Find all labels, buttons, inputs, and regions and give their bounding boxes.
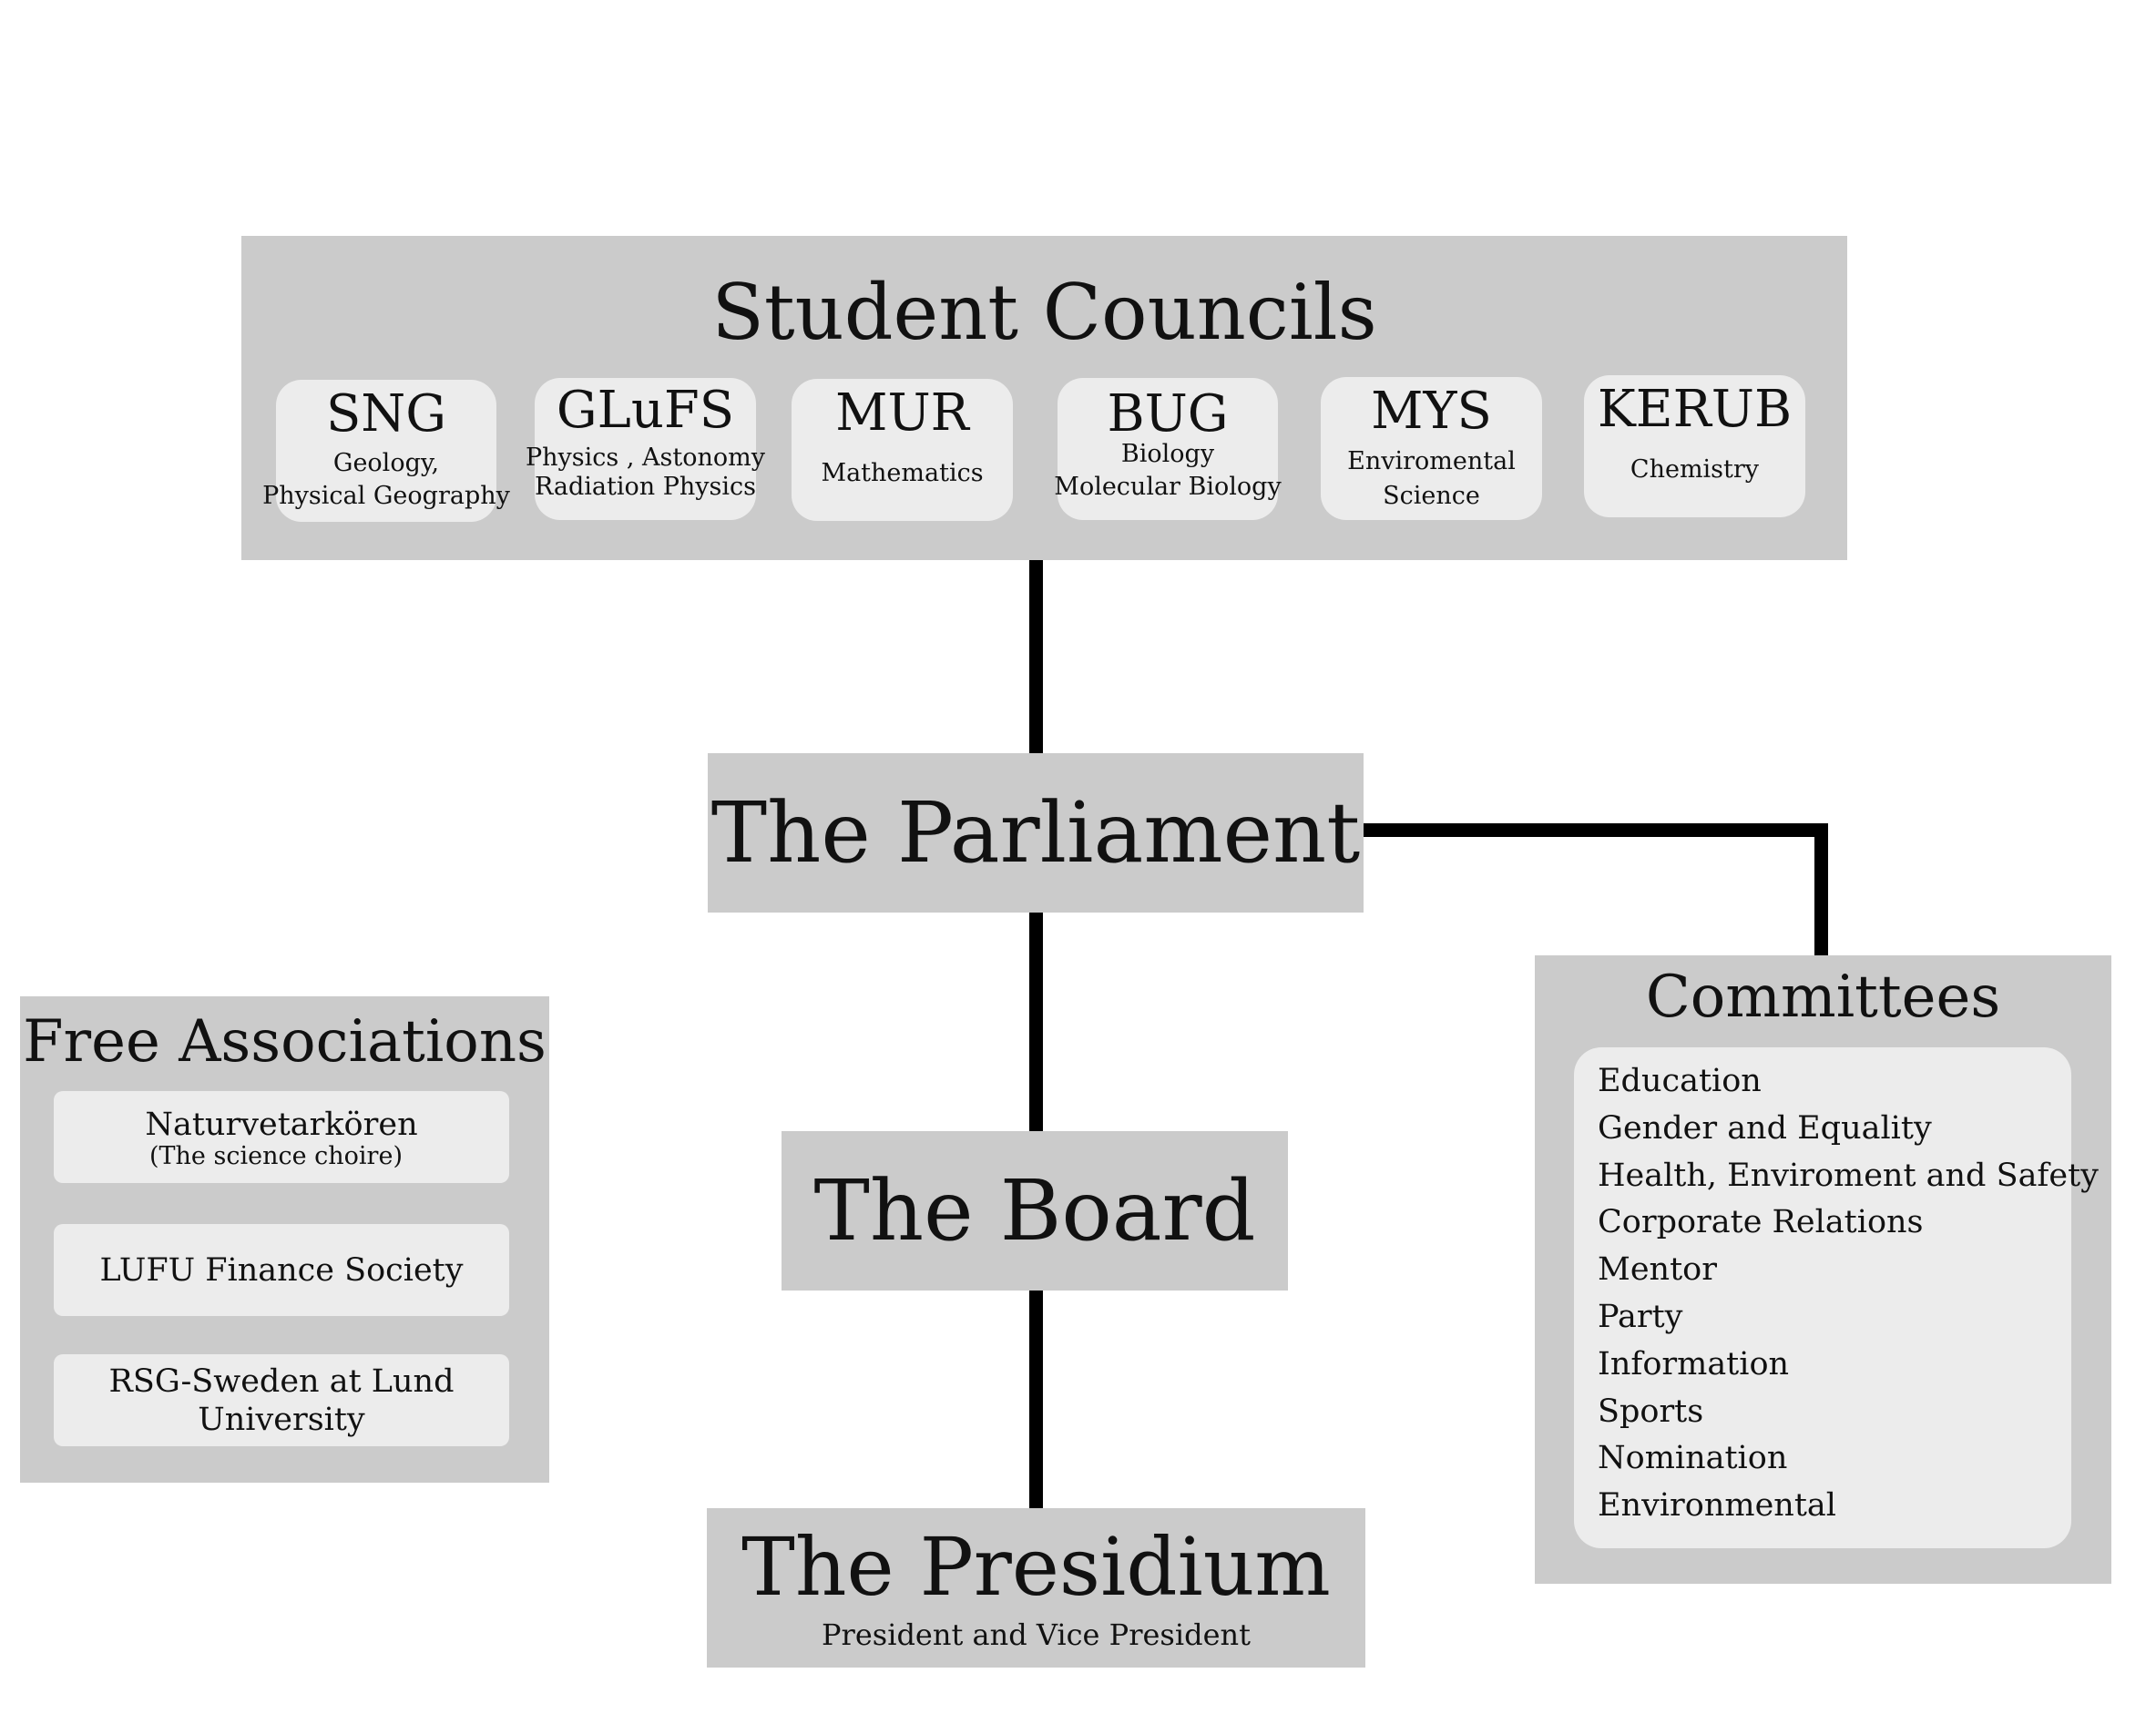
committees-title: Committees <box>1645 964 2001 1031</box>
council-subject: Geology, <box>332 449 440 477</box>
free-associations-title: Free Associations <box>23 1008 547 1076</box>
connector-parliament-committees-horizontal <box>1362 823 1828 837</box>
council-subject: Science <box>1383 482 1480 510</box>
council-card-mys: MYS Enviromental Science <box>1321 377 1542 520</box>
council-subject: Molecular Biology <box>1054 473 1282 501</box>
council-subject: Radiation Physics <box>534 473 757 501</box>
council-card-glufs: GLuFS Physics , Astonomy Radiation Physi… <box>526 378 765 520</box>
board-box: The Board <box>782 1131 1288 1291</box>
committee-item: Health, Enviroment and Safety <box>1598 1157 2099 1194</box>
student-councils-box: Student Councils SNG Geology, Physical G… <box>241 236 1847 560</box>
council-subject: Chemistry <box>1630 455 1760 484</box>
board-title: The Board <box>813 1161 1256 1260</box>
parliament-title: The Parliament <box>710 783 1361 882</box>
committee-item: Party <box>1598 1298 1683 1335</box>
association-card-lufu: LUFU Finance Society <box>54 1224 509 1316</box>
connector-board-presidium <box>1029 1289 1043 1510</box>
association-note: (The science choire) <box>149 1141 403 1170</box>
association-name: Naturvetarkören <box>145 1106 418 1143</box>
presidium-subtitle: President and Vice President <box>822 1617 1251 1652</box>
free-associations-box: Free Associations Naturvetarkören (The s… <box>20 996 549 1483</box>
association-name: LUFU Finance Society <box>99 1251 464 1289</box>
committee-item: Education <box>1598 1063 1762 1099</box>
committee-item: Environmental <box>1598 1487 1836 1525</box>
council-subject: Biology <box>1120 440 1215 468</box>
council-subject: Physics , Astonomy <box>526 444 765 472</box>
connector-parliament-board <box>1029 911 1043 1133</box>
connector-councils-parliament <box>1029 559 1043 755</box>
association-card-rsg: RSG-Sweden at Lund University <box>54 1354 509 1446</box>
council-card-kerub: KERUB Chemistry <box>1584 375 1805 517</box>
council-subject: Mathematics <box>821 459 984 487</box>
association-name: RSG-Sweden at Lund <box>108 1362 455 1400</box>
council-abbr: SNG <box>325 384 447 444</box>
council-abbr: GLuFS <box>556 381 735 440</box>
council-abbr: MYS <box>1371 382 1492 441</box>
committee-item: Nomination <box>1598 1440 1788 1477</box>
association-card-naturvetarkoren: Naturvetarkören (The science choire) <box>54 1091 509 1183</box>
council-abbr: BUG <box>1107 384 1229 444</box>
committee-item: Sports <box>1598 1393 1704 1430</box>
committees-list: Education Gender and Equality Health, En… <box>1574 1047 2099 1548</box>
parliament-box: The Parliament <box>708 753 1364 913</box>
presidium-title: The Presidium <box>741 1519 1331 1614</box>
presidium-box: The Presidium President and Vice Preside… <box>707 1508 1365 1668</box>
council-card-mur: MUR Mathematics <box>792 379 1013 521</box>
council-card-bug: BUG Biology Molecular Biology <box>1054 378 1282 520</box>
council-subject: Physical Geography <box>262 482 510 510</box>
student-councils-title: Student Councils <box>711 268 1377 357</box>
connector-parliament-committees-vertical <box>1814 823 1828 957</box>
council-card-sng: SNG Geology, Physical Geography <box>262 380 510 522</box>
committees-box: Committees Education Gender and Equality… <box>1535 955 2111 1584</box>
council-abbr: MUR <box>835 383 969 443</box>
committee-item: Gender and Equality <box>1598 1109 1932 1147</box>
committee-item: Mentor <box>1598 1251 1717 1289</box>
committee-item: Corporate Relations <box>1598 1204 1924 1241</box>
association-name-continued: University <box>198 1401 365 1438</box>
council-subject: Enviromental <box>1347 447 1516 475</box>
council-abbr: KERUB <box>1597 380 1793 439</box>
committee-item: Information <box>1598 1345 1790 1382</box>
